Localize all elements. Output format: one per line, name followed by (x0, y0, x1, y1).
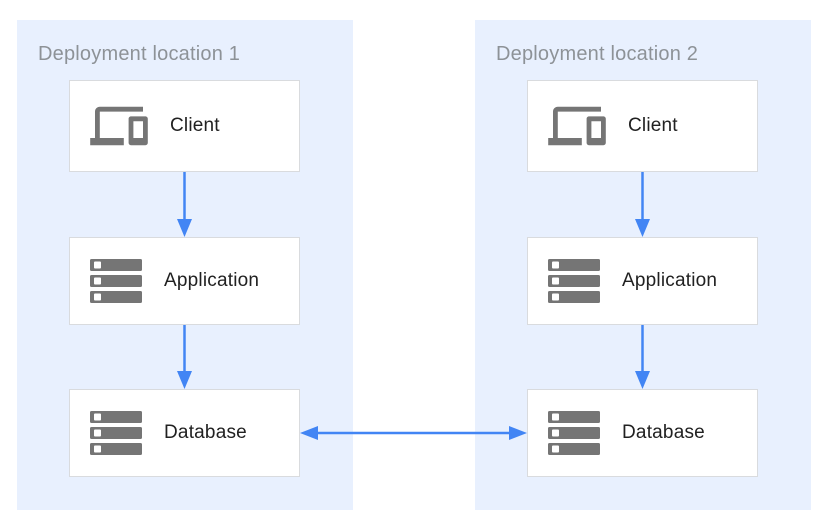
zone-1-title: Deployment location 1 (38, 43, 241, 65)
client-devices-icon (90, 106, 148, 146)
node-label: Application (164, 270, 260, 291)
node-database-1: Database (69, 389, 300, 477)
node-database-2: Database (527, 389, 758, 477)
node-client-1: Client (69, 80, 300, 172)
node-label: Database (164, 422, 247, 443)
node-label: Application (622, 270, 718, 291)
zone-2-title: Deployment location 2 (496, 43, 699, 65)
client-devices-icon (548, 106, 606, 146)
server-stack-icon (548, 411, 600, 455)
deployment-zone-1: Deployment location 1 Client App (17, 20, 353, 510)
node-application-1: Application (69, 237, 300, 325)
node-label: Client (170, 115, 220, 136)
server-stack-icon (90, 259, 142, 303)
node-application-2: Application (527, 237, 758, 325)
node-label: Database (622, 422, 705, 443)
deployment-zone-2: Deployment location 2 Client App (475, 20, 811, 510)
node-client-2: Client (527, 80, 758, 172)
server-stack-icon (90, 411, 142, 455)
server-stack-icon (548, 259, 600, 303)
node-label: Client (628, 115, 678, 136)
